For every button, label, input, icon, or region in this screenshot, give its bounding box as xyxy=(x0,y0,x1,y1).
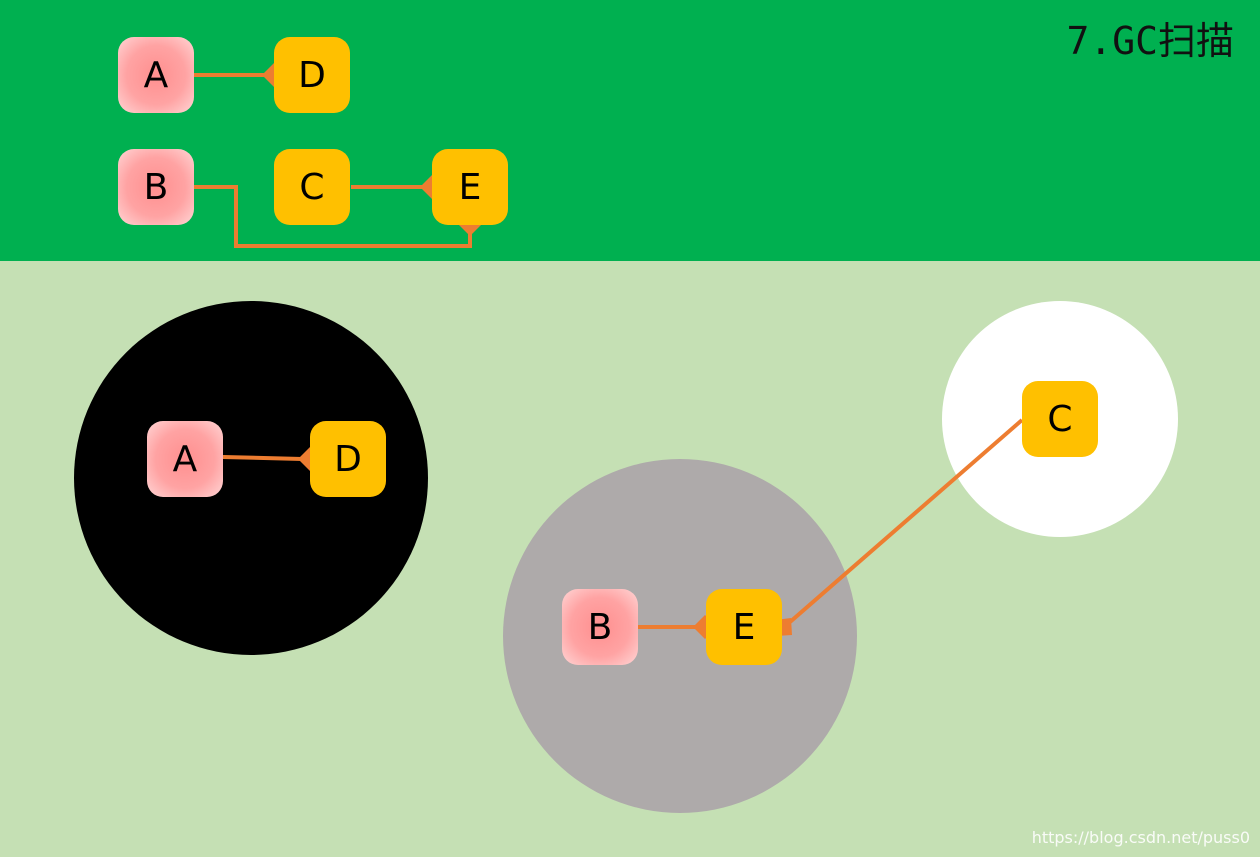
slide-title: 7.GC扫描 xyxy=(1066,19,1234,63)
gray-set-circle xyxy=(503,459,857,813)
watermark: https://blog.csdn.net/puss0 xyxy=(1031,828,1250,847)
white-set-node-c: C xyxy=(1022,381,1098,457)
top-node-b: B xyxy=(118,149,194,225)
gray-set-node-b: B xyxy=(562,589,638,665)
top-node-d: D xyxy=(274,37,350,113)
gray-set-node-e: E xyxy=(706,589,782,665)
top-node-e: E xyxy=(432,149,508,225)
black-set-node-a: A xyxy=(147,421,223,497)
top-node-a: A xyxy=(118,37,194,113)
black-set-node-d: D xyxy=(310,421,386,497)
top-node-c: C xyxy=(274,149,350,225)
